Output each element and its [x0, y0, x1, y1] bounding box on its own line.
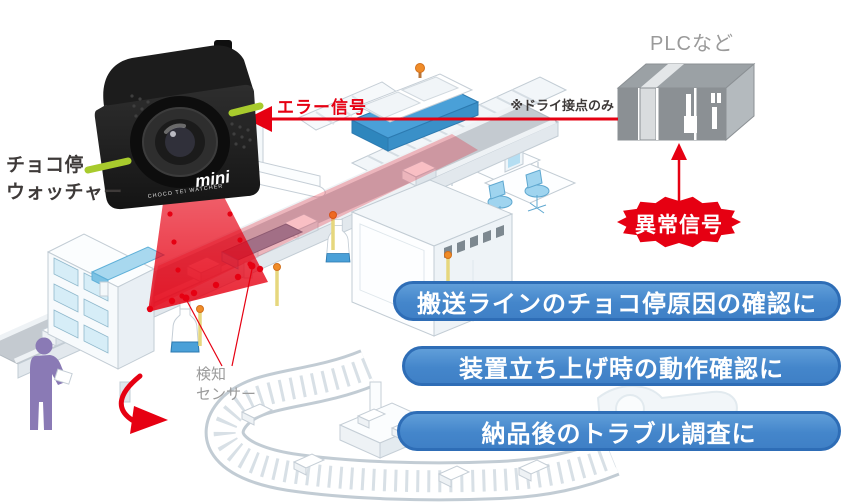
device-name-line2: ウォッチャー	[6, 181, 123, 203]
office-chair	[524, 169, 550, 214]
device-name-line1: チョコ停	[6, 155, 85, 176]
camera-lens-icon	[130, 96, 230, 188]
use-case-banner-1: 搬送ラインのチョコ停原因の確認に	[393, 281, 841, 321]
device-name-label: チョコ停 ウォッチャー	[6, 153, 123, 206]
abnormal-signal-arrow	[671, 143, 687, 206]
use-case-banner-2: 装置立ち上げ時の動作確認に	[402, 346, 841, 386]
error-signal-label: エラー信号	[277, 98, 367, 117]
error-signal-arrow	[246, 106, 618, 132]
molding-machine	[350, 63, 480, 152]
green-accent-stripe	[84, 157, 132, 174]
green-accent-stripe	[228, 102, 264, 117]
detection-sensor-line2: センサー	[196, 385, 257, 403]
abnormal-signal-label: 異常信号	[635, 214, 723, 237]
operator-silhouette	[30, 337, 73, 430]
plc-label: PLCなど	[650, 33, 734, 55]
dry-contact-note: ※ドライ接点のみ	[510, 98, 614, 113]
camera-logo: mini	[194, 167, 233, 191]
use-case-banner-2-label: 装置立ち上げ時の動作確認に	[459, 355, 784, 383]
use-case-banner-1-label: 搬送ラインのチョコ停原因の確認に	[417, 290, 817, 318]
use-case-banner-3-label: 納品後のトラブル調査に	[481, 420, 757, 448]
sensor-pointer-lines	[186, 268, 253, 367]
abnormal-signal-burst	[617, 196, 741, 248]
curved-conveyor	[204, 349, 620, 502]
sensor-dots	[146, 262, 264, 313]
detection-sensor-line1: 検知	[196, 366, 227, 383]
detection-sensor-label: 検知 センサー	[196, 365, 256, 404]
flow-direction-arrow	[118, 373, 168, 434]
plc-unit	[616, 62, 756, 142]
use-case-banner-3: 納品後のトラブル調査に	[397, 411, 841, 451]
camera-device: mini CHOCO TEI WATCHER	[84, 40, 264, 210]
